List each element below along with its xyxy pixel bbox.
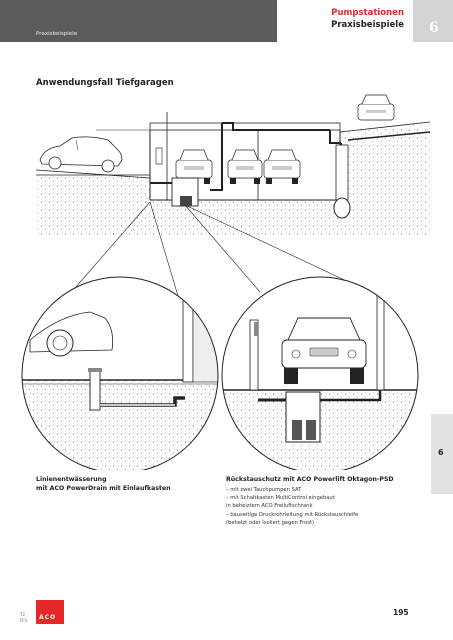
parked-car-icon [263, 149, 301, 184]
caption-left-line2: mit ACO PowerDrain mit Einlaufkasten [36, 485, 171, 492]
logo-text: ACO [39, 614, 57, 621]
car-on-ramp-icon [39, 136, 123, 173]
feature-item: – mit Schaltkasten MultiControl eingebau… [226, 495, 335, 502]
parked-car-icon [227, 149, 263, 184]
surface-car-icon [357, 94, 395, 121]
garage-drainage-illustration [21, 94, 431, 470]
section-label: Praxisbeispiele [36, 31, 78, 37]
feature-item: – mit zwei Tauchpumpen SAT [226, 487, 302, 493]
code-line: T2 [20, 612, 25, 617]
detail-circle-left [21, 276, 219, 470]
feature-item: (beheizt oder Isoliert gegen Frost) [226, 519, 315, 526]
document-code: T2 FFS [20, 612, 27, 624]
feature-item: in beheiztem ACO Freiluftschrank [226, 503, 313, 510]
chapter-tab [413, 0, 453, 42]
code-line: FFS [20, 618, 28, 623]
caption-right-title: Rückstauschutz mit ACO Powerlift Oktagon… [226, 476, 394, 483]
overview-section [35, 94, 431, 297]
chapter-side-tab[interactable] [431, 414, 453, 494]
detail-circle-right [221, 276, 419, 470]
feature-list: – mit zwei Tauchpumpen SAT – mit Schaltk… [226, 486, 358, 527]
header-bar: Praxisbeispiele Pumpstationen Praxisbeis… [0, 0, 453, 42]
chapter-number: 6 [429, 20, 439, 36]
feature-item: – bauseitige Druckrohrleitung mit Rückst… [226, 511, 359, 518]
car-front-icon [281, 317, 367, 384]
aco-logo [36, 600, 64, 624]
header-subtitle: Praxisbeispiele [331, 20, 404, 30]
caption-left-line1: Linienentwässerung [36, 476, 107, 483]
header-dark-band [0, 0, 277, 42]
header-category: Pumpstationen [331, 8, 404, 18]
page-title: Anwendungsfall Tiefgaragen [36, 78, 174, 88]
side-tab-number: 6 [438, 448, 444, 457]
page-number: 195 [393, 608, 409, 617]
